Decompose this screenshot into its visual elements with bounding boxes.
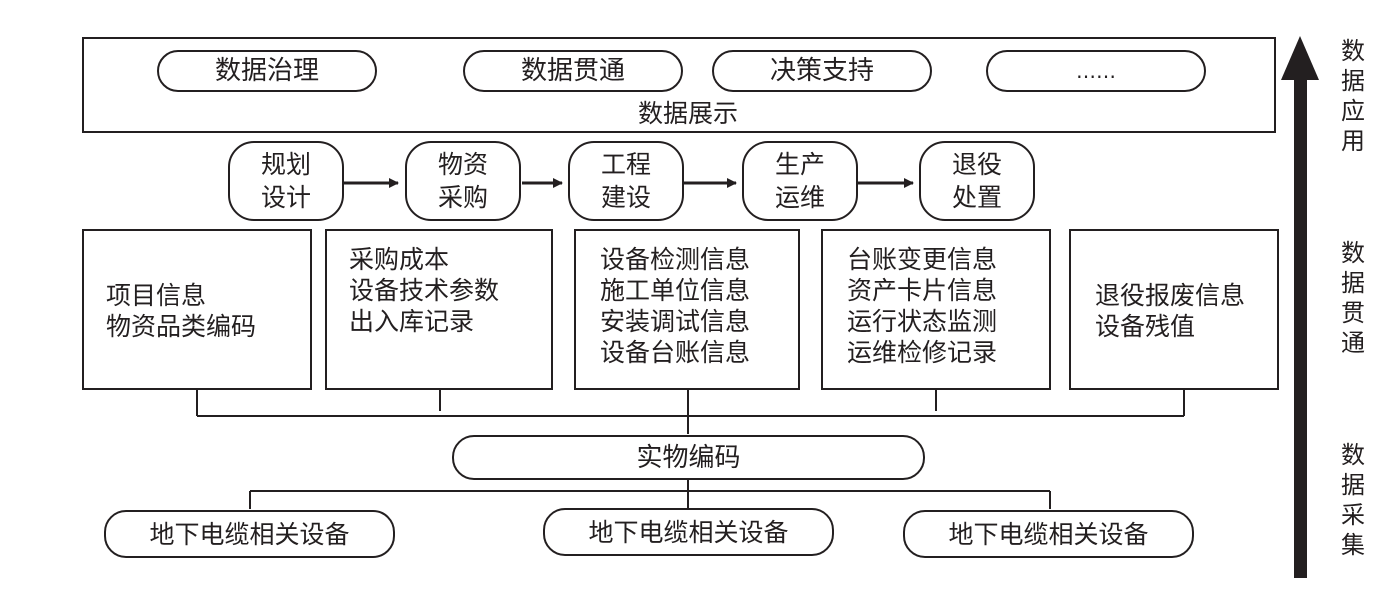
side-label-char: 采 bbox=[1341, 501, 1365, 529]
info-line: 采购成本 bbox=[349, 245, 450, 274]
stage-production-operation-line2: 运维 bbox=[774, 183, 825, 212]
stage-planning-design: 规划 设计 bbox=[228, 141, 344, 221]
side-label-char: 数 bbox=[1341, 441, 1365, 469]
device-pill-left: 地下电缆相关设备 bbox=[104, 510, 395, 558]
stage-material-procurement-line2: 采购 bbox=[437, 183, 488, 212]
stage-production-operation-line1: 生产 bbox=[774, 150, 825, 179]
side-label-char: 数 bbox=[1341, 37, 1365, 65]
side-label-char: 数 bbox=[1341, 239, 1365, 267]
info-line: 设备技术参数 bbox=[349, 276, 500, 305]
stage-material-procurement-line1: 物资 bbox=[437, 150, 488, 179]
up-arrow bbox=[1281, 36, 1319, 578]
info-box-retirement: 退役报废信息 设备残值 bbox=[1069, 229, 1279, 390]
side-label-char: 集 bbox=[1341, 531, 1365, 559]
stage-engineering-construction-line1: 工程 bbox=[600, 150, 651, 179]
side-label-char: 贯 bbox=[1341, 299, 1365, 327]
info-line: 退役报废信息 bbox=[1095, 281, 1246, 310]
stage-planning-design-line1: 规划 bbox=[260, 150, 311, 179]
pill-data-connection: 数据贯通 bbox=[463, 50, 683, 92]
info-line: 出入库记录 bbox=[349, 307, 475, 336]
stage-material-procurement: 物资 采购 bbox=[405, 141, 521, 221]
device-bracket bbox=[249, 480, 1051, 509]
side-label-char: 据 bbox=[1341, 471, 1365, 499]
physical-code-pill: 实物编码 bbox=[452, 435, 925, 480]
side-label-char: 据 bbox=[1341, 67, 1365, 95]
info-line: 设备台账信息 bbox=[600, 338, 751, 367]
info-line: 项目信息 bbox=[106, 281, 207, 310]
stage-engineering-construction-line2: 建设 bbox=[600, 183, 651, 212]
pill-data-governance: 数据治理 bbox=[157, 50, 377, 92]
info-line: 运行状态监测 bbox=[847, 307, 998, 336]
info-line: 设备残值 bbox=[1095, 312, 1196, 341]
pill-more: …… bbox=[986, 50, 1206, 92]
side-label-data-connection: 数据贯通 bbox=[1333, 238, 1373, 358]
info-line: 安装调试信息 bbox=[600, 307, 751, 336]
pill-decision-support: 决策支持 bbox=[712, 50, 932, 92]
info-box-procurement: 采购成本 设备技术参数 出入库记录 bbox=[325, 229, 553, 390]
side-label-data-application: 数据应用 bbox=[1333, 36, 1373, 156]
info-bracket bbox=[196, 390, 1185, 434]
device-pill-right: 地下电缆相关设备 bbox=[903, 510, 1194, 558]
stage-retirement-disposal: 退役 处置 bbox=[919, 141, 1035, 221]
stage-retirement-disposal-line1: 退役 bbox=[951, 150, 1002, 179]
device-pill-center: 地下电缆相关设备 bbox=[543, 508, 834, 556]
info-line: 台账变更信息 bbox=[847, 245, 998, 274]
info-line: 资产卡片信息 bbox=[847, 276, 998, 305]
info-line: 物资品类编码 bbox=[106, 312, 257, 341]
info-box-operation: 台账变更信息 资产卡片信息 运行状态监测 运维检修记录 bbox=[821, 229, 1051, 390]
info-box-construction: 设备检测信息 施工单位信息 安装调试信息 设备台账信息 bbox=[574, 229, 800, 390]
info-line: 设备检测信息 bbox=[600, 245, 751, 274]
data-display-caption: 数据展示 bbox=[637, 99, 738, 128]
stage-engineering-construction: 工程 建设 bbox=[568, 141, 684, 221]
info-box-planning: 项目信息 物资品类编码 bbox=[82, 229, 312, 390]
side-label-char: 据 bbox=[1341, 269, 1365, 297]
info-line: 施工单位信息 bbox=[600, 276, 751, 305]
stage-retirement-disposal-line2: 处置 bbox=[951, 183, 1002, 212]
side-label-char: 通 bbox=[1341, 329, 1365, 357]
stage-production-operation: 生产 运维 bbox=[742, 141, 858, 221]
side-label-data-collection: 数据采集 bbox=[1333, 440, 1373, 560]
side-label-char: 应 bbox=[1341, 97, 1365, 125]
info-line: 运维检修记录 bbox=[847, 338, 998, 367]
stage-planning-design-line2: 设计 bbox=[260, 183, 311, 212]
side-label-char: 用 bbox=[1341, 127, 1365, 155]
